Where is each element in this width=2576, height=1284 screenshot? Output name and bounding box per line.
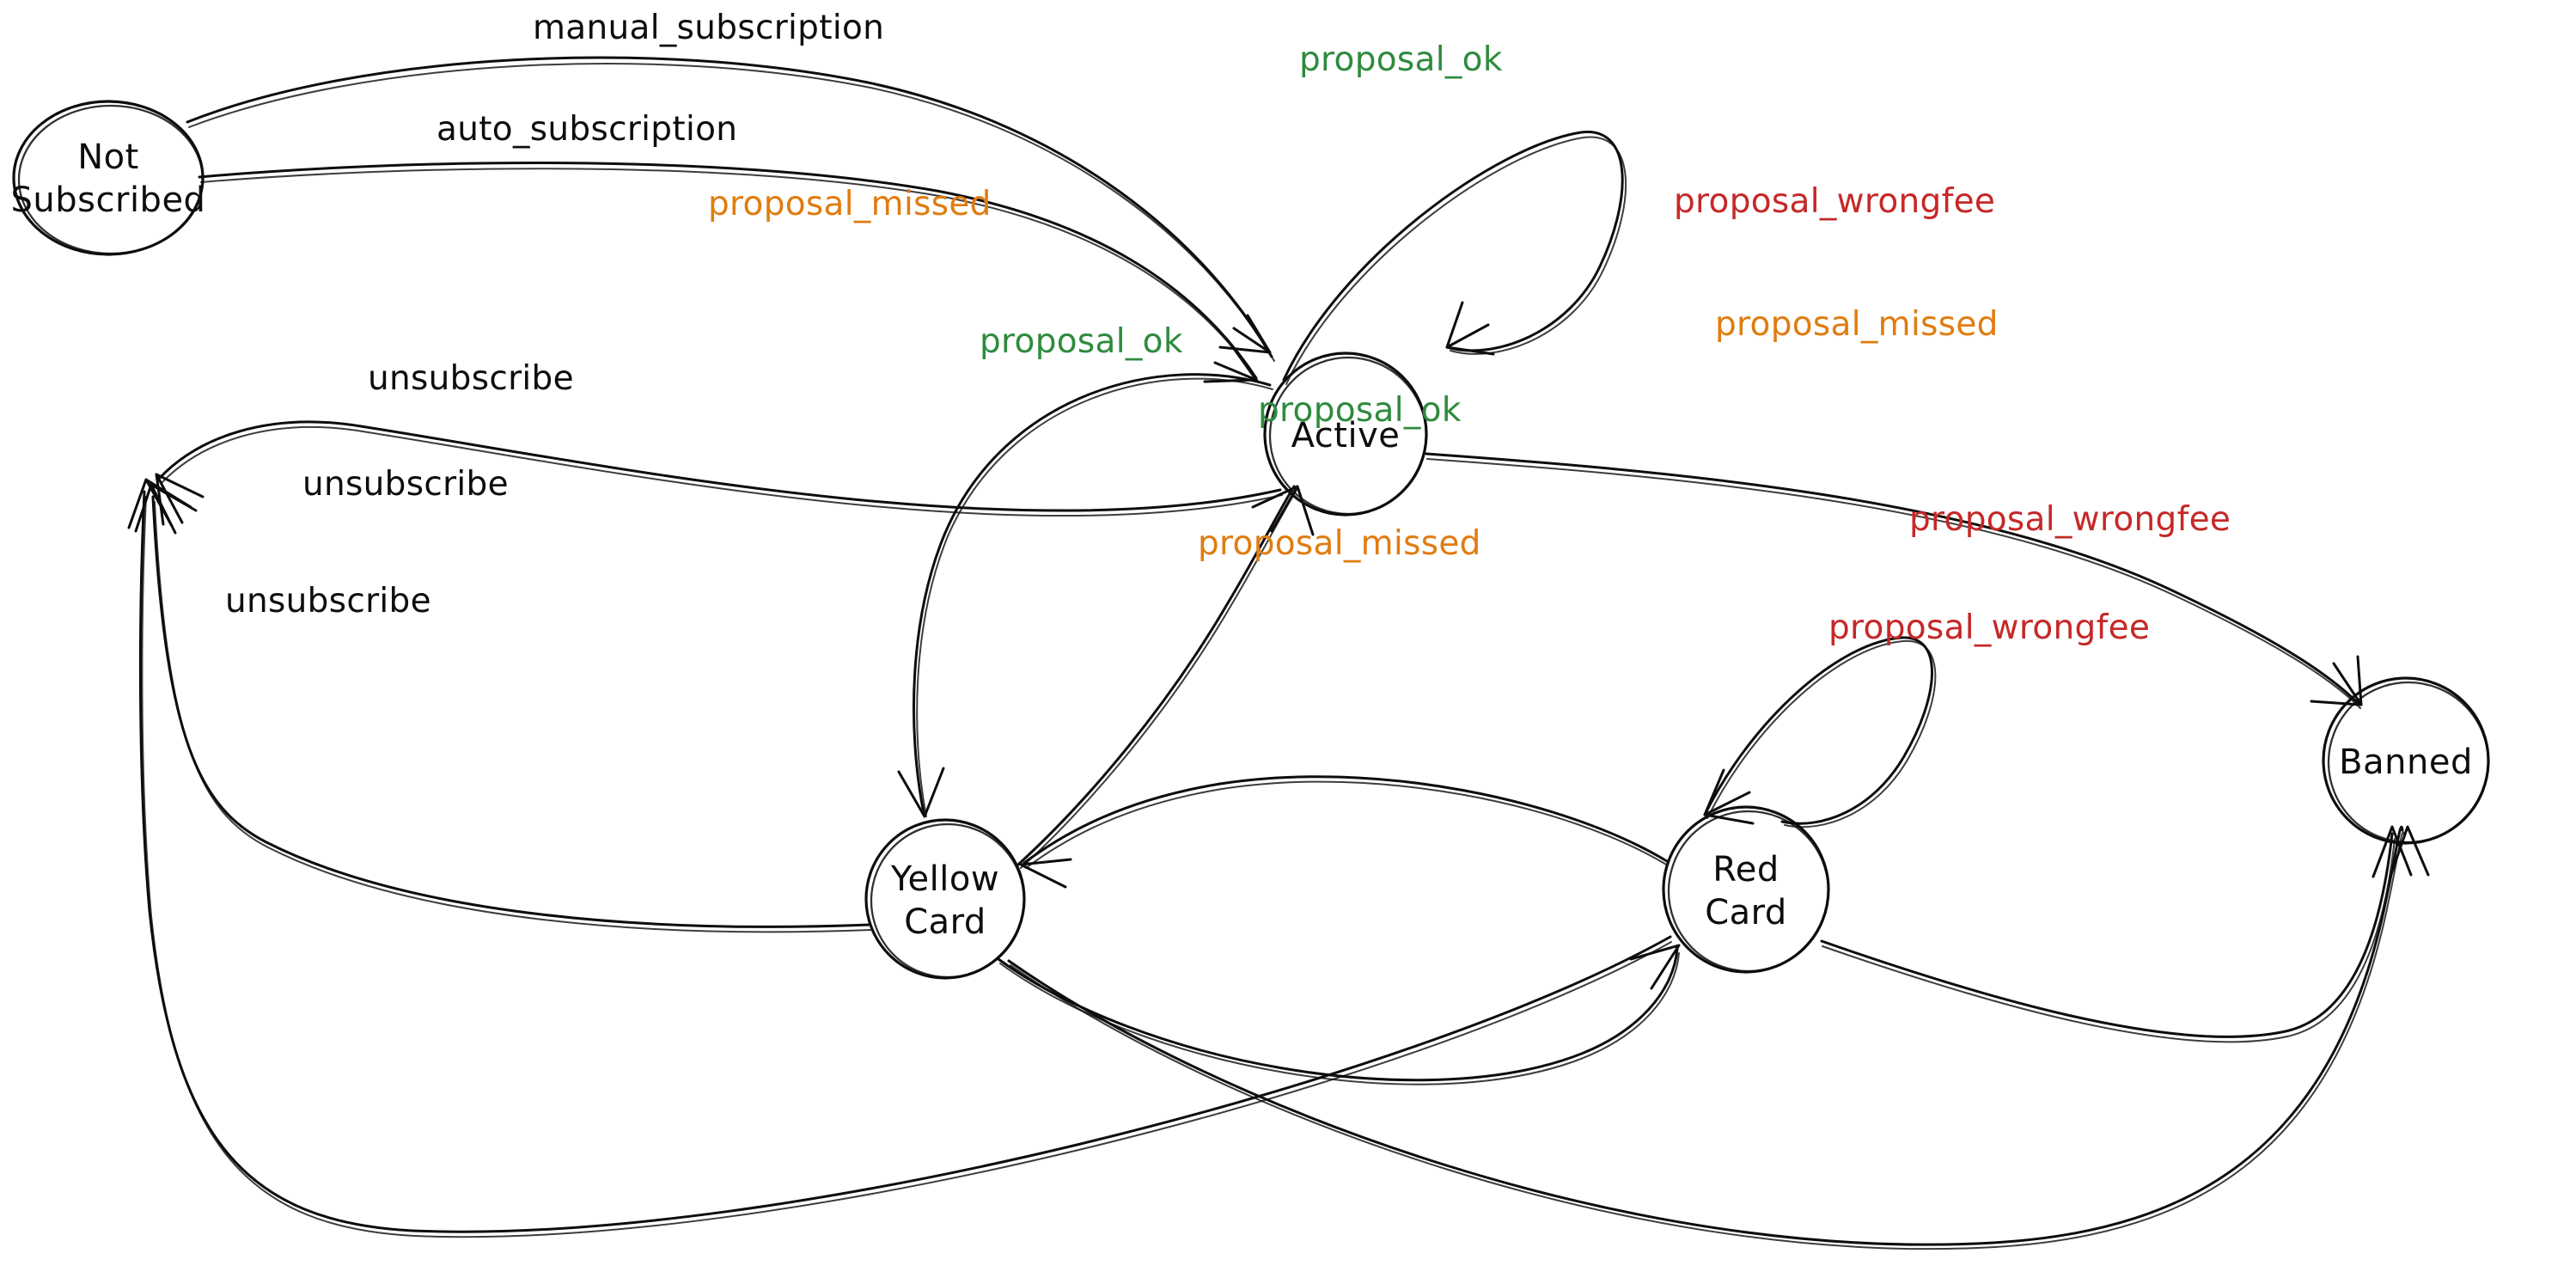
state-label-not-subscribed-line2: Subscribed bbox=[11, 180, 206, 220]
edge-label-proposal-wrongfee-active-banned: proposal_wrongfee bbox=[1674, 182, 1995, 221]
transition-proposal-wrongfee-red-banned[interactable] bbox=[1820, 825, 2413, 1043]
edge-label-proposal-wrongfee-yellow-banned: proposal_wrongfee bbox=[1828, 608, 2150, 647]
state-label-red-card-line1: Red bbox=[1712, 850, 1779, 890]
edge-label-unsubscribe-active: unsubscribe bbox=[368, 359, 574, 398]
state-label-active: Active bbox=[1291, 416, 1401, 456]
transition-auto-subscription[interactable] bbox=[198, 162, 1260, 383]
transition-proposal-missed-yellow-red[interactable] bbox=[997, 944, 1681, 1085]
edge-label-unsubscribe-red: unsubscribe bbox=[225, 582, 431, 621]
transition-proposal-missed-self-red[interactable] bbox=[1703, 636, 1937, 828]
edge-label-proposal-missed-self-red: proposal_missed bbox=[1715, 305, 1999, 344]
state-node-red-card[interactable]: Red Card bbox=[1662, 805, 1830, 974]
edge-label-auto-subscription: auto_subscription bbox=[436, 110, 737, 149]
state-label-yellow-card-line2: Card bbox=[904, 902, 986, 942]
edge-label-manual-subscription: manual_subscription bbox=[533, 9, 884, 47]
edge-label-proposal-ok-yellow-active: proposal_ok bbox=[980, 322, 1183, 361]
state-node-active[interactable]: Active bbox=[1263, 352, 1428, 517]
transition-unsubscribe-active[interactable] bbox=[155, 420, 1283, 526]
state-label-banned: Banned bbox=[2339, 743, 2473, 782]
edge-label-proposal-missed-yellow-red: proposal_missed bbox=[1198, 524, 1481, 563]
edge-label-proposal-wrongfee-red-banned: proposal_wrongfee bbox=[1909, 500, 2231, 539]
transition-proposal-wrongfee-active-banned[interactable] bbox=[1425, 452, 2363, 709]
edge-label-unsubscribe-yellow: unsubscribe bbox=[302, 465, 509, 504]
edge-label-proposal-missed-active-yellow: proposal_missed bbox=[708, 185, 992, 223]
transition-manual-subscription[interactable] bbox=[186, 56, 1275, 362]
state-label-yellow-card-line1: Yellow bbox=[890, 859, 999, 899]
state-label-red-card-line2: Card bbox=[1705, 893, 1787, 932]
state-node-not-subscribed[interactable]: Not Subscribed bbox=[11, 100, 206, 256]
edge-label-proposal-ok-red-yellow: proposal_ok bbox=[1258, 391, 1462, 430]
transition-proposal-ok-self-active[interactable] bbox=[1282, 131, 1627, 385]
state-node-yellow-card[interactable]: Yellow Card bbox=[864, 818, 1026, 980]
transition-proposal-missed-active-yellow[interactable] bbox=[897, 373, 1273, 818]
transition-proposal-ok-red-yellow[interactable] bbox=[1019, 775, 1669, 889]
transition-proposal-wrongfee-yellow-banned[interactable] bbox=[1007, 825, 2430, 1250]
state-node-banned[interactable]: Banned bbox=[2322, 676, 2490, 845]
transition-unsubscribe-yellow[interactable] bbox=[134, 483, 871, 933]
edge-label-proposal-ok-self-active: proposal_ok bbox=[1299, 40, 1503, 79]
state-label-not-subscribed-line1: Not bbox=[77, 138, 139, 177]
